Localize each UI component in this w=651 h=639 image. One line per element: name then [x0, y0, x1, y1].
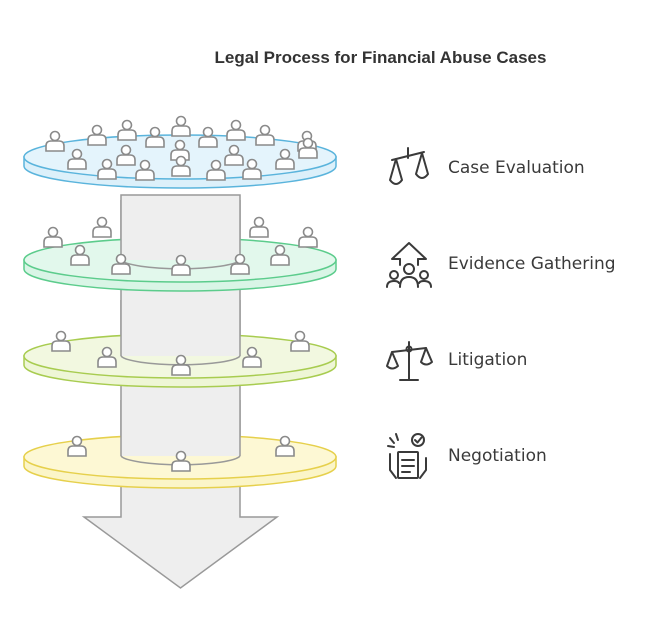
person-icon [45, 130, 65, 152]
person-icon [298, 226, 318, 248]
person-icon [226, 119, 246, 141]
checklist-icon [387, 433, 427, 479]
stage-label-litigation: Litigation [448, 350, 528, 370]
person-icon [51, 330, 71, 352]
scales-icon [389, 147, 429, 185]
person-icon [249, 216, 269, 238]
balance-icon [386, 341, 433, 381]
person-icon [145, 126, 165, 148]
person-icon [92, 216, 112, 238]
stage-label-evidence-gathering: Evidence Gathering [448, 254, 616, 274]
person-icon [255, 124, 275, 146]
stage-label-negotiation: Negotiation [448, 446, 547, 466]
person-icon [290, 330, 310, 352]
upload-people-icon [386, 242, 432, 288]
person-icon [198, 126, 218, 148]
person-icon [43, 226, 63, 248]
person-icon [117, 119, 137, 141]
person-icon [171, 115, 191, 137]
diagram-title: Legal Process for Financial Abuse Cases [214, 48, 547, 67]
person-icon [87, 124, 107, 146]
disc-evidence-gathering [23, 237, 337, 292]
stage-label-case-evaluation: Case Evaluation [448, 158, 585, 178]
